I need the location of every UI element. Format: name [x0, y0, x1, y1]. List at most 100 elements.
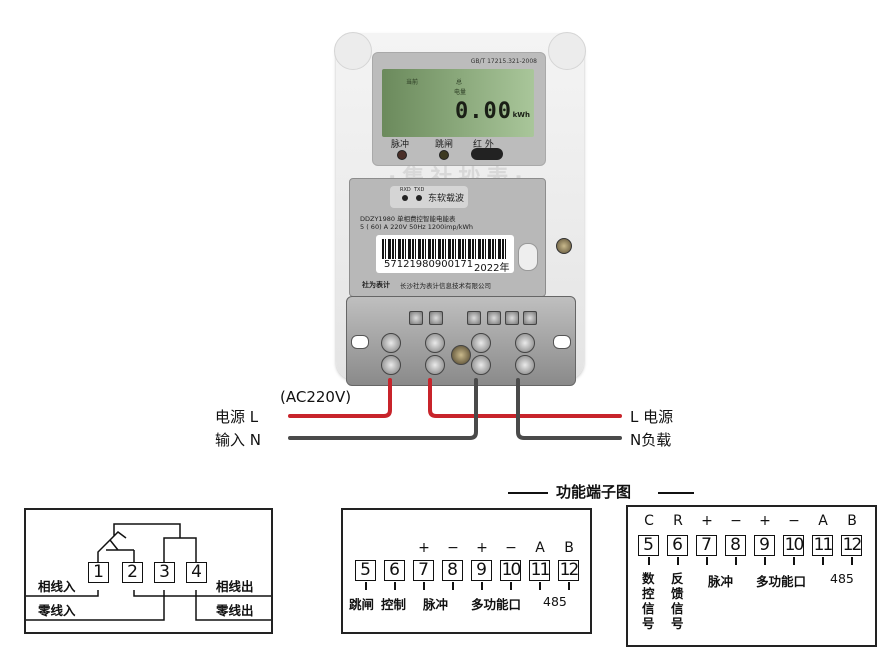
sign-b: B [847, 513, 857, 529]
main-terminal-screw-icon [471, 355, 491, 375]
standard-label: GB/T 17215.321-2008 [470, 58, 537, 65]
lead-line [365, 582, 367, 590]
terminal-screw-icon [467, 311, 481, 325]
title-rule [508, 492, 548, 494]
input-n-label: 输入 N [215, 431, 261, 449]
terminal-2: 2 [122, 562, 143, 583]
display-window: GB/T 17215.321-2008 当前 总 电量 0.00 kWh 脉冲 … [372, 52, 546, 166]
sign-r: R [673, 513, 683, 529]
mount-hole [548, 32, 586, 70]
manufacture-year: 2022年 [474, 263, 510, 274]
lead-line [510, 582, 512, 590]
terminal-8: 8 [442, 560, 463, 581]
lead-line [822, 557, 824, 565]
lead-line [706, 557, 708, 565]
sign-c: C [644, 513, 654, 529]
mount-slot [351, 335, 369, 349]
lead-line [539, 582, 541, 590]
terminal-7: 7 [413, 560, 434, 581]
trip-led-icon [439, 150, 449, 160]
lcd-label-current: 当前 [406, 79, 419, 86]
main-terminal-screw-icon [425, 333, 445, 353]
terminal-screw-icon [505, 311, 519, 325]
aux-terminal-diagram-a: + − + − A B 5 6 7 8 9 10 11 12 跳闸 控制 脉冲 … [341, 508, 592, 634]
terminal-screw-icon [523, 311, 537, 325]
multifunction-label: 多功能口 [756, 574, 807, 589]
source-l-label: 电源 L [215, 408, 259, 426]
sign-a: A [818, 513, 828, 529]
terminal-10: 10 [783, 535, 804, 556]
lead-line [394, 582, 396, 590]
sign-b: B [564, 540, 574, 556]
terminal-10: 10 [500, 560, 521, 581]
numeric-control-signal-label: 数控信号 [642, 571, 655, 631]
carrier-label: 东软载波 [428, 194, 465, 204]
terminal-8: 8 [725, 535, 746, 556]
terminal-11: 11 [529, 560, 550, 581]
neutral-input-wire [288, 378, 478, 440]
rxd-led-icon [402, 195, 408, 201]
sign-minus: − [447, 540, 459, 556]
carrier-badge: RXD TXD 东软载波 [390, 186, 468, 208]
nameplate: RXD TXD 东软载波 DDZY1980 单相费控智能电能表 5 ( 60) … [349, 178, 546, 297]
main-terminal-screw-icon [515, 355, 535, 375]
main-circuit-lines [26, 523, 271, 621]
rs485-label: 485 [543, 594, 567, 609]
sign-plus: + [476, 540, 488, 556]
multifunction-label: 多功能口 [471, 597, 522, 612]
sign-minus: − [505, 540, 517, 556]
lead-line [677, 557, 679, 565]
sign-a: A [535, 540, 545, 556]
txd-label: TXD [414, 187, 425, 193]
pulse-label: 脉冲 [708, 574, 734, 589]
neutral-in-label: 零线入 [38, 603, 76, 618]
seal-button [518, 243, 538, 271]
terminal-screw-icon [429, 311, 443, 325]
terminal-screw-icon [487, 311, 501, 325]
aux-terminal-diagram-b: C R + − + − A B 5 6 7 8 9 10 11 12 数控信号 … [626, 505, 877, 647]
feedback-signal-label: 反馈信号 [671, 571, 684, 631]
sign-minus: − [788, 513, 800, 529]
seal-screw-icon [556, 238, 572, 254]
lead-line [481, 582, 483, 590]
main-terminal-diagram: 1 2 3 4 相线入 零线入 相线出 零线出 [24, 508, 273, 634]
lead-line [764, 557, 766, 565]
sign-plus: + [418, 540, 430, 556]
live-input-wire [288, 378, 392, 418]
barcode-icon [382, 239, 506, 259]
ir-indicator-label: 红 外 [473, 140, 494, 150]
lead-line [793, 557, 795, 565]
terminal-12: 12 [841, 535, 862, 556]
title-rule [658, 492, 694, 494]
terminal-11: 11 [812, 535, 833, 556]
n-load-label: N负载 [630, 431, 672, 449]
terminal-6: 6 [384, 560, 405, 581]
lcd-label-total: 总 [456, 79, 463, 86]
terminal-1: 1 [88, 562, 109, 583]
section-title: 功能端子图 [556, 483, 632, 501]
terminal-9: 9 [754, 535, 775, 556]
txd-led-icon [416, 195, 422, 201]
terminal-5: 5 [355, 560, 376, 581]
lead-line [851, 557, 853, 565]
trip-label: 跳闸 [349, 597, 375, 612]
terminal-3: 3 [154, 562, 175, 583]
pulse-led-icon [397, 150, 407, 160]
pulse-indicator-label: 脉冲 [391, 140, 410, 150]
terminal-4: 4 [186, 562, 207, 583]
neutral-out-label: 零线出 [216, 603, 254, 618]
rxd-label: RXD [400, 187, 411, 193]
ground-screw-icon [451, 345, 471, 365]
terminal-9: 9 [471, 560, 492, 581]
lead-line [735, 557, 737, 565]
lead-line [648, 557, 650, 565]
infrared-port-icon [471, 148, 503, 160]
main-terminal-screw-icon [471, 333, 491, 353]
main-terminal-screw-icon [425, 355, 445, 375]
terminal-7: 7 [696, 535, 717, 556]
phase-out-label: 相线出 [216, 579, 254, 594]
lcd-label-energy: 电量 [454, 89, 467, 96]
company-name: 长沙社为表计信息技术有限公司 [400, 282, 491, 290]
model-label: DDZY1980 单相费控智能电能表 [360, 215, 456, 223]
lead-line [568, 582, 570, 590]
